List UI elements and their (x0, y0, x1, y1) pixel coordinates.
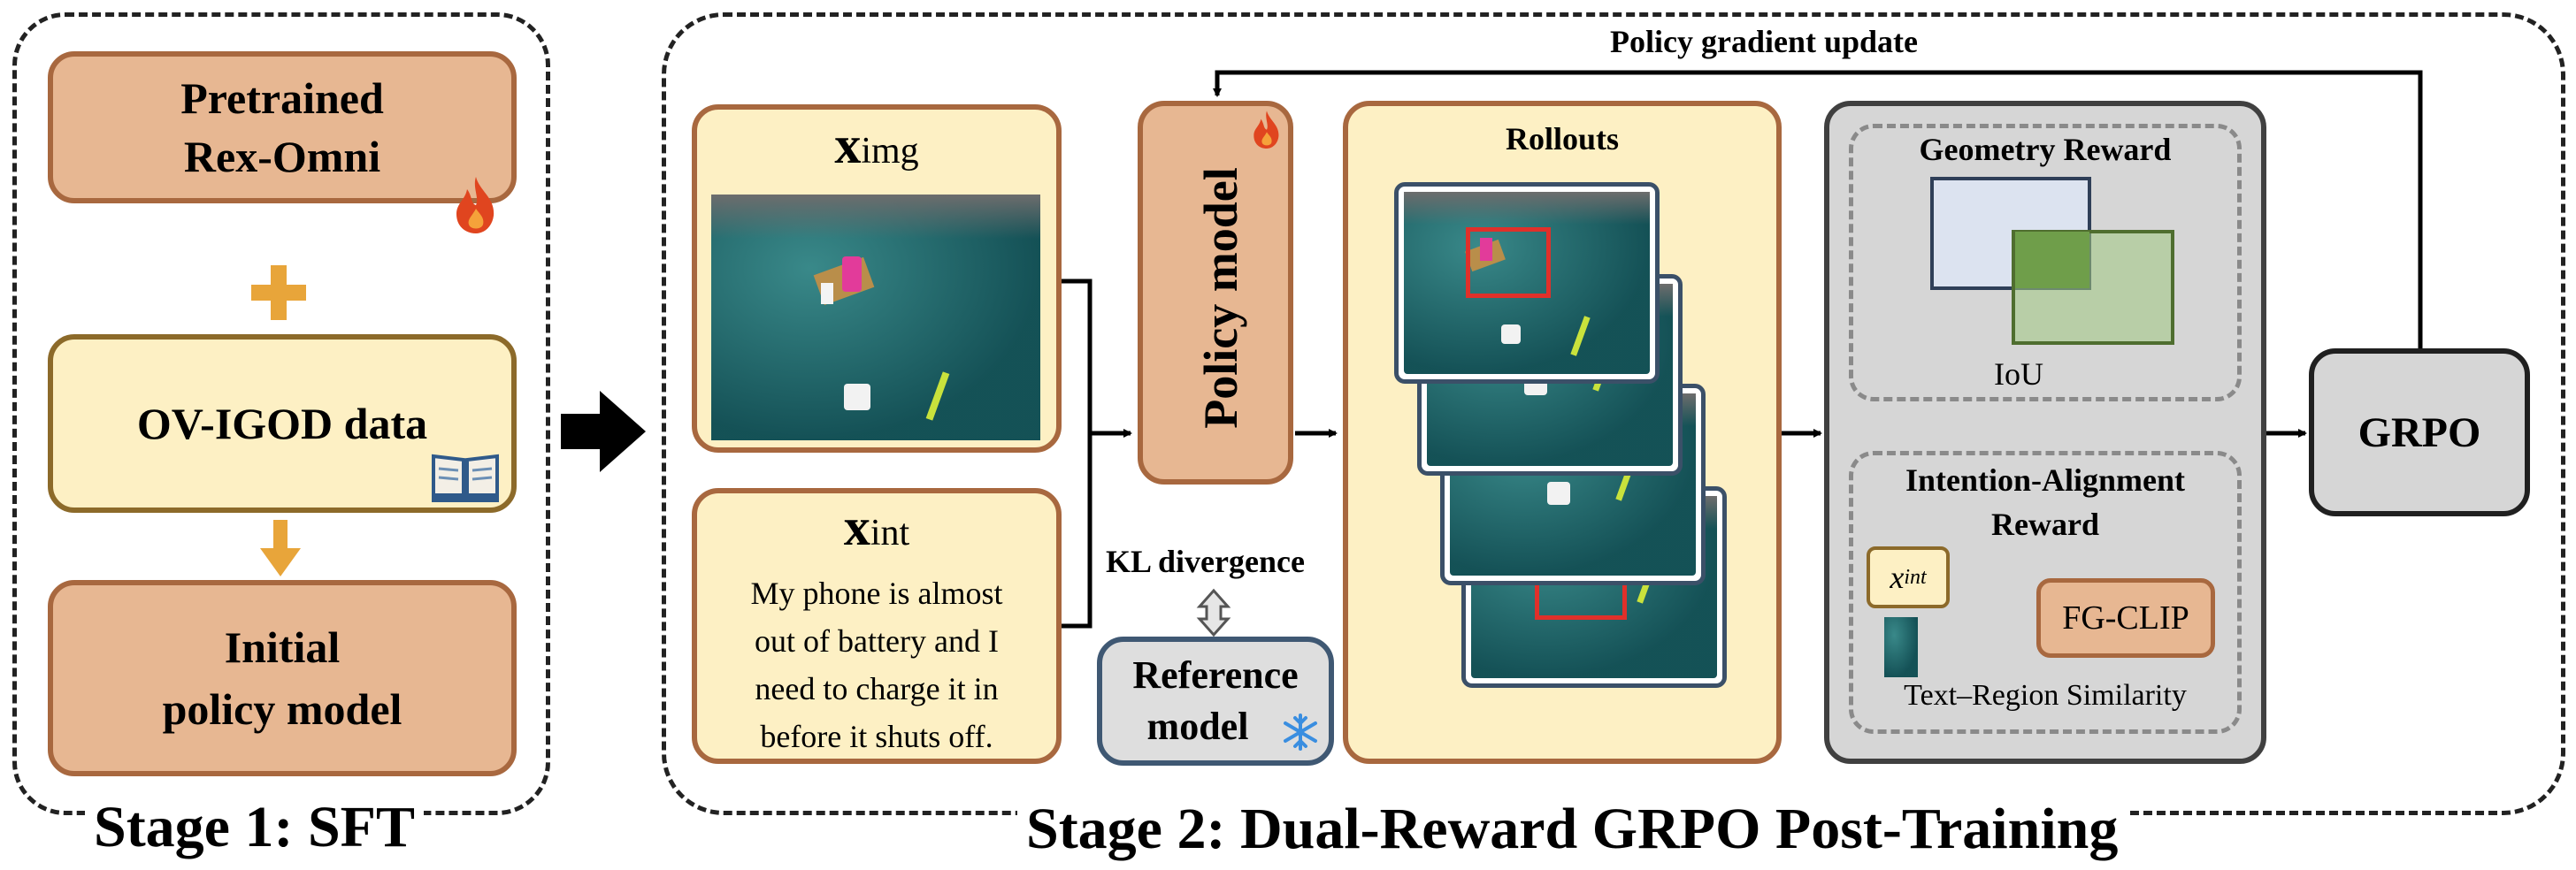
initial-line2: policy model (162, 684, 402, 734)
flame-icon (456, 177, 494, 233)
grpo-label: GRPO (2358, 408, 2481, 456)
feedback-label: Policy gradient update (1610, 24, 1918, 59)
intent-input-box: xint My phone is almost out of battery a… (692, 488, 1062, 764)
kl-double-arrow (1196, 588, 1231, 637)
text-region-similarity-label: Text–Region Similarity (1904, 679, 2187, 712)
initial-policy-model-box: Initial policy model (48, 580, 517, 776)
down-arrow-icon (260, 520, 301, 576)
intention-reward-region (1849, 451, 2242, 734)
intent-line: My phone is almost (750, 576, 1003, 611)
fg-clip-box: FG-CLIP (2036, 578, 2215, 658)
snowflake-icon (1284, 714, 1317, 751)
reference-line2: model (1146, 705, 1249, 748)
reference-line1: Reference (1132, 653, 1299, 697)
intent-text: My phone is almost out of battery and I … (697, 569, 1056, 760)
x-img-label: ximg (834, 116, 919, 174)
input-image (711, 195, 1040, 440)
pretrained-rex-omni-box: Pretrained Rex-Omni (48, 51, 517, 203)
reference-model-box: Reference model (1097, 637, 1334, 766)
grpo-box: GRPO (2309, 348, 2530, 516)
policy-model-box: Policy model (1138, 101, 1293, 485)
intention-title-line1: Intention-Alignment (1905, 462, 2186, 498)
intent-line: need to charge it in (755, 671, 999, 706)
stage1-title: Stage 1: SFT (85, 794, 424, 861)
initial-line1: Initial (224, 622, 341, 672)
x-int-label: xint (843, 498, 910, 556)
plus-icon (251, 265, 306, 320)
big-arrow-icon (561, 391, 646, 472)
pretrained-line1: Pretrained (180, 73, 384, 123)
intent-line: out of battery and I (755, 623, 999, 659)
image-input-box: ximg (692, 104, 1062, 453)
book-icon (432, 454, 499, 502)
pretrained-line2: Rex-Omni (183, 132, 381, 181)
kl-divergence-label: KL divergence (1106, 544, 1305, 579)
policy-model-label: Policy model (1194, 167, 1247, 429)
ov-igod-data-label: OV-IGOD data (136, 399, 428, 448)
intent-line: before it shuts off. (760, 719, 993, 754)
stage2-title: Stage 2: Dual-Reward GRPO Post-Training (1017, 796, 2128, 863)
geometry-reward-region (1849, 124, 2242, 401)
geometry-reward-title: Geometry Reward (1919, 132, 2172, 167)
iou-label: IoU (1994, 356, 2043, 392)
rollouts-label: Rollouts (1505, 121, 1620, 156)
region-thumbnail (1884, 617, 1918, 677)
rollout-1 (1394, 182, 1660, 384)
flame-icon (1254, 111, 1279, 149)
intention-reward-title: Intention-Alignment Reward (1849, 458, 2242, 546)
intention-title-line2: Reward (1991, 507, 2099, 542)
overlap-box (2015, 232, 2089, 288)
